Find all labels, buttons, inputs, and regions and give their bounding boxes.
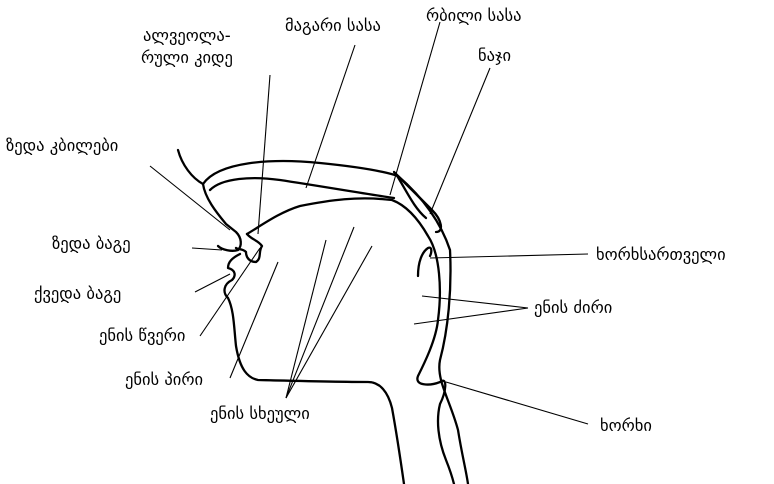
label-upper-lip: ზედა ბაგე xyxy=(52,234,131,254)
leader-tongue-body-3 xyxy=(286,246,372,398)
hard-palate-outline xyxy=(210,178,394,198)
label-tongue-blade: ენის პირი xyxy=(125,370,203,390)
leader-soft-palate xyxy=(390,22,440,195)
label-alveolar-line1: ალვეოლა- xyxy=(143,26,231,46)
label-alveolar-line2: რული კიდე xyxy=(141,48,233,68)
leader-lines xyxy=(150,22,588,424)
leader-tongue-root-2 xyxy=(414,308,528,324)
leader-tongue-blade xyxy=(230,262,278,378)
label-upper-teeth: ზედა კბილები xyxy=(6,136,118,156)
anatomy-outlines xyxy=(178,150,468,484)
epiglottis-outline xyxy=(418,248,431,276)
leader-uvula xyxy=(430,68,490,214)
leader-tongue-body-2 xyxy=(286,227,354,398)
tongue-surface-outline xyxy=(247,198,454,484)
leader-tongue-body-1 xyxy=(286,240,326,398)
leader-larynx xyxy=(446,382,588,424)
label-soft-palate: რბილი სასა xyxy=(426,6,522,26)
label-larynx: ხორხი xyxy=(600,416,652,436)
label-lower-lip: ქვედა ბაგე xyxy=(34,284,121,304)
label-tongue-tip: ენის წვერი xyxy=(99,326,185,346)
leader-alveolar xyxy=(258,75,270,234)
leader-upper-lip xyxy=(192,248,222,250)
label-hard-palate: მაგარი სასა xyxy=(285,16,381,36)
label-tongue-root: ენის ძირი xyxy=(534,298,612,318)
leader-upper-teeth xyxy=(150,166,230,230)
leader-tongue-root-1 xyxy=(422,296,528,308)
label-uvula: ნაჯი xyxy=(478,46,511,66)
leader-epiglottis xyxy=(430,254,588,258)
label-tongue-body: ენის სხეული xyxy=(210,404,310,424)
upper-face-outline xyxy=(178,150,241,251)
label-epiglottis: ხორხსართველი xyxy=(596,245,726,265)
